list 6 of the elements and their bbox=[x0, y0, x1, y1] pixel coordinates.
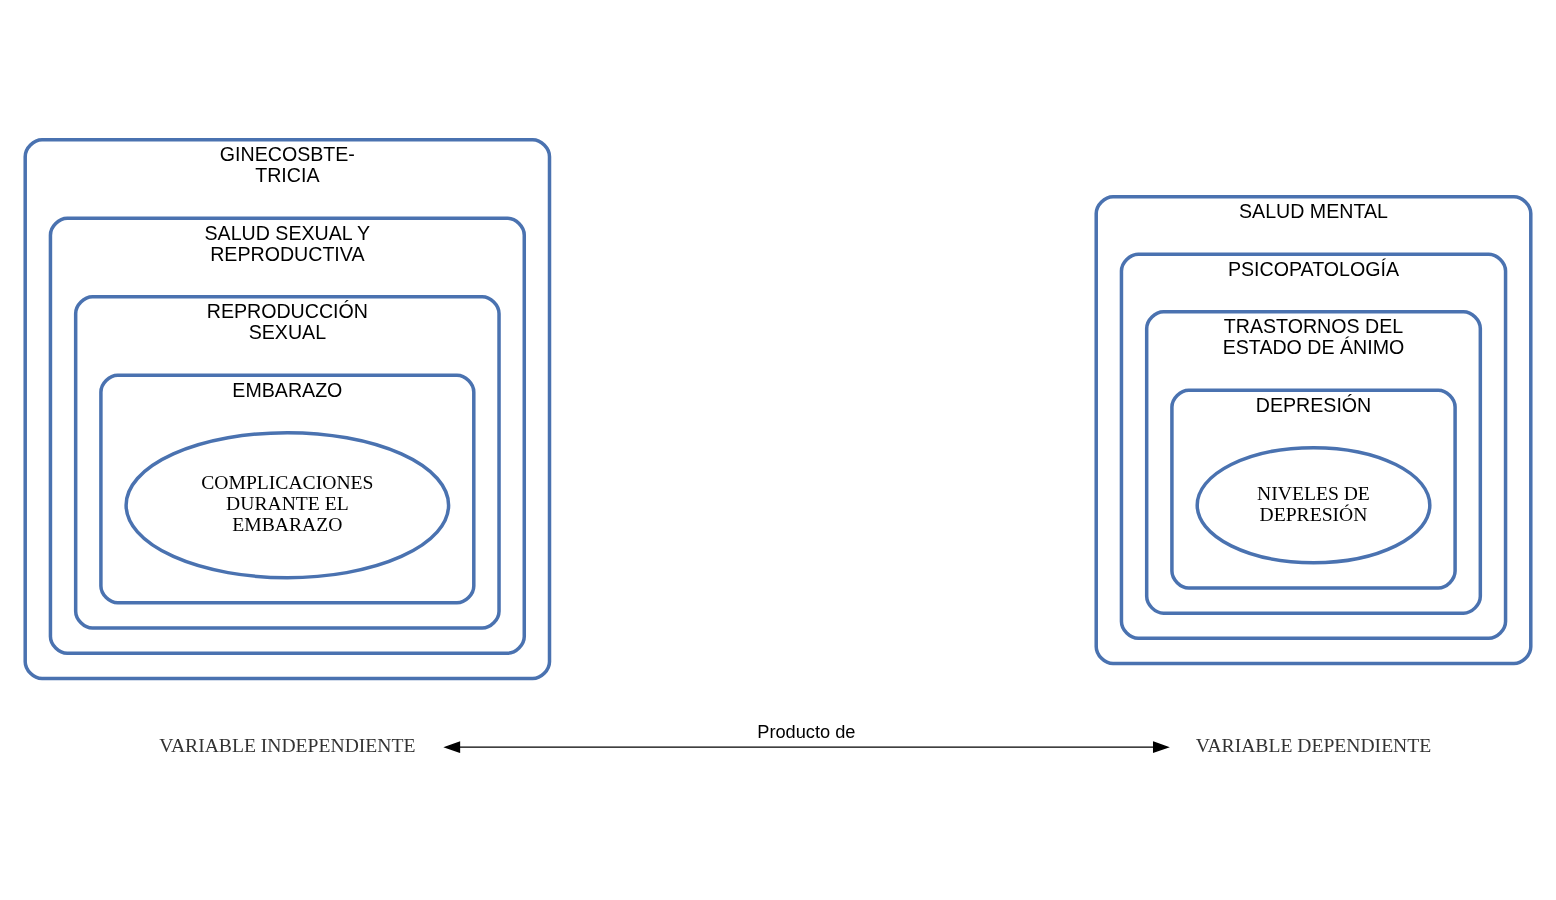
arrow bbox=[443, 740, 1170, 753]
node-text: VARIABLE INDEPENDIENTE bbox=[159, 734, 416, 756]
node-ellipse: NIVELES DE DEPRESIÓN bbox=[1195, 445, 1432, 564]
node-text: VARIABLE DEPENDIENTE bbox=[1195, 734, 1432, 756]
edge-label: Producto de bbox=[757, 721, 856, 742]
node-ellipse: COMPLICACIONES DURANTE EL EMBARAZO bbox=[124, 430, 451, 579]
